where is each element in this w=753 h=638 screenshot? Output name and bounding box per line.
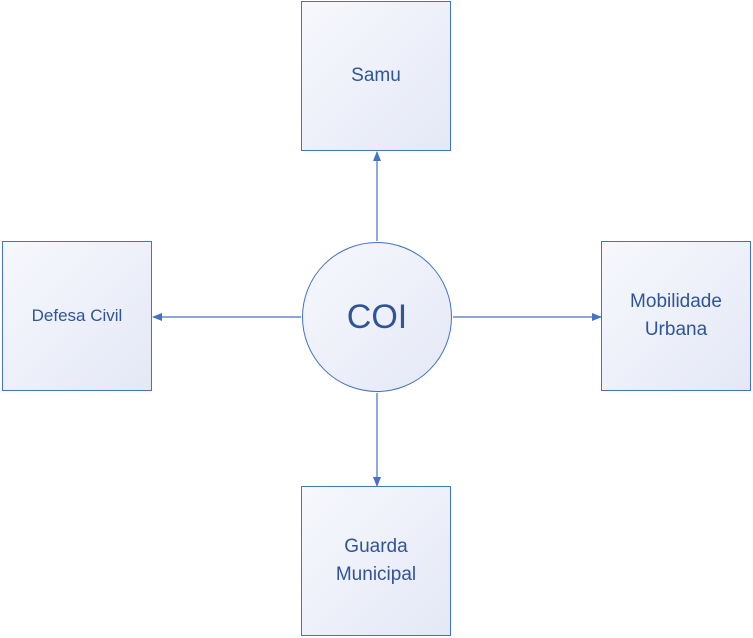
node-defesa-civil-label: Defesa Civil	[31, 306, 123, 325]
node-mobilidade-urbana-label: Mobilidade Urbana	[630, 291, 722, 340]
node-guarda-municipal: Guarda Municipal	[301, 486, 451, 636]
node-defesa-civil: Defesa Civil	[2, 241, 152, 391]
node-coi-label: COI	[346, 297, 408, 336]
node-coi: COI	[302, 242, 452, 392]
node-guarda-municipal-label: Guarda Municipal	[335, 536, 417, 585]
node-samu: Samu	[301, 1, 451, 151]
node-samu-label: Samu	[351, 65, 401, 86]
node-mobilidade-urbana: Mobilidade Urbana	[601, 241, 751, 391]
